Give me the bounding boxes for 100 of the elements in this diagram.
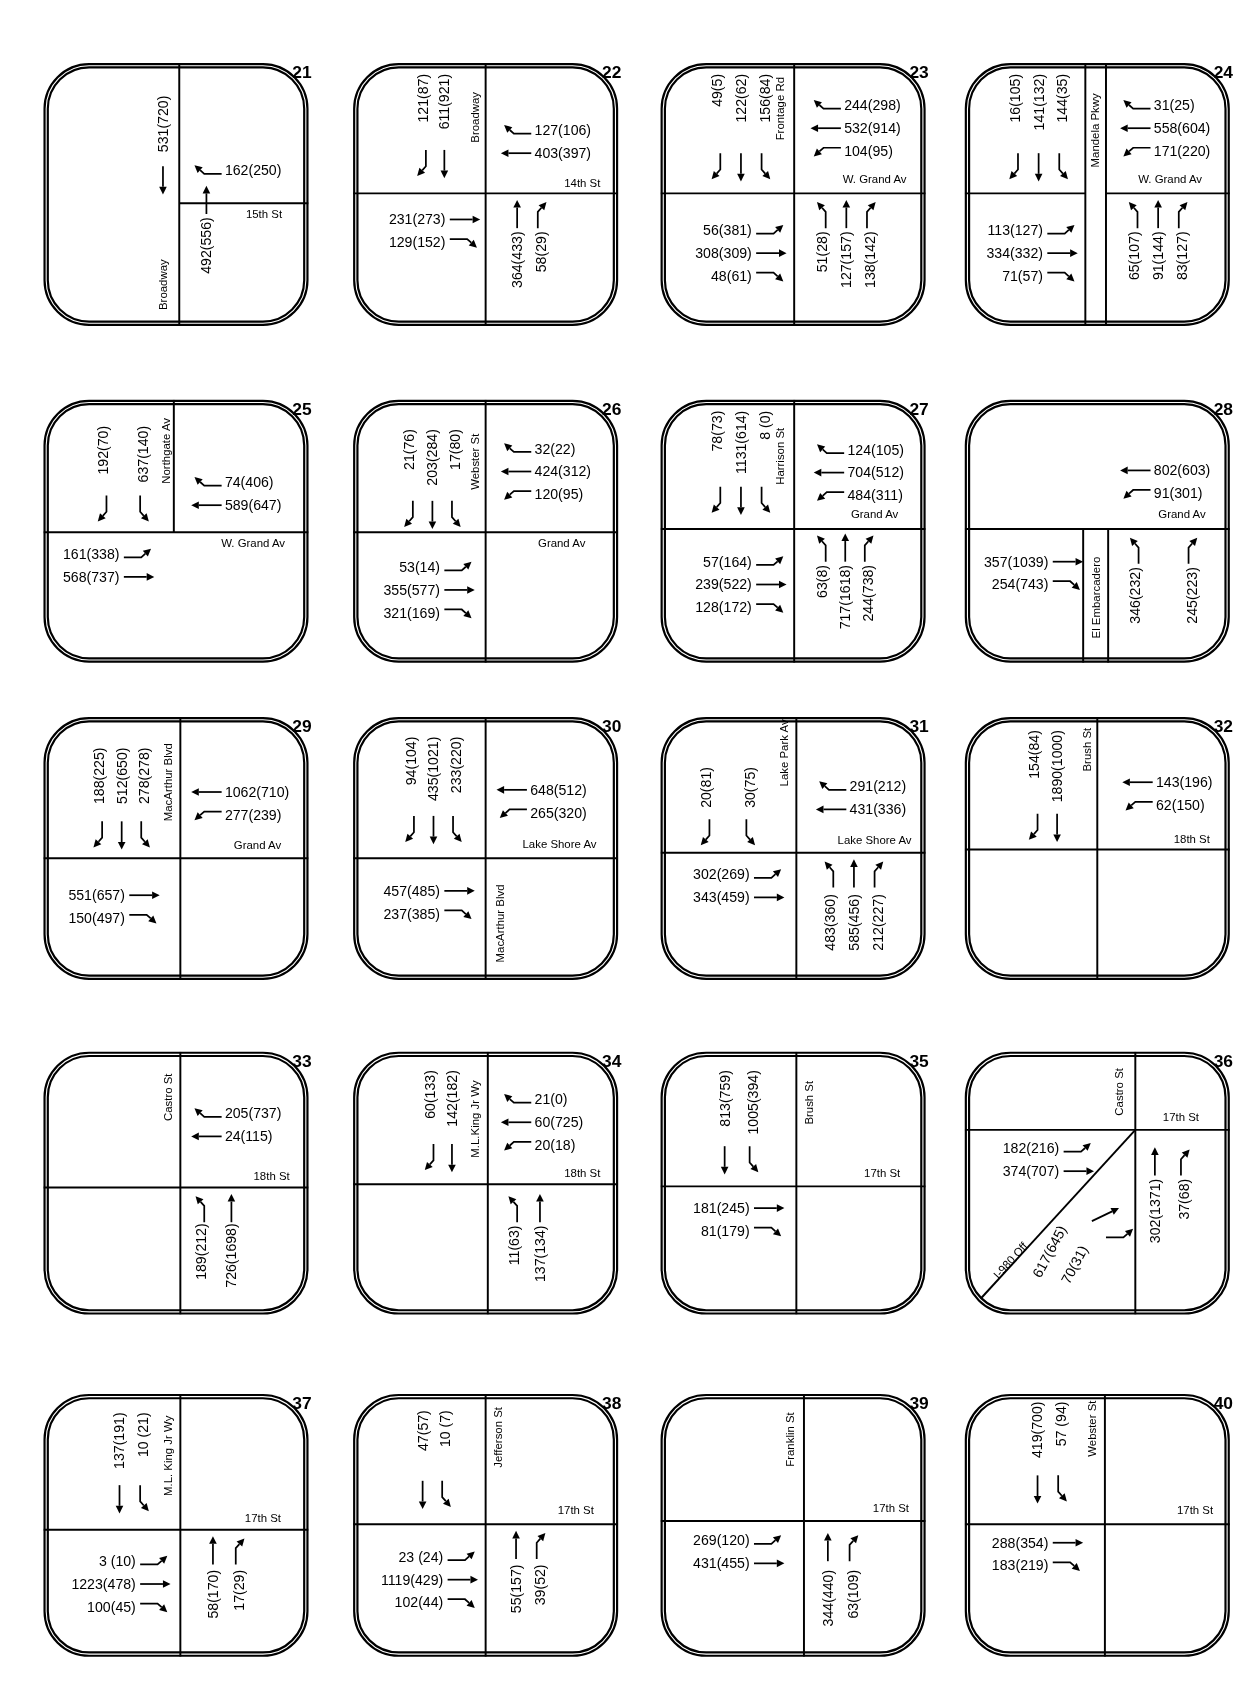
traffic-volume: 57 (94) xyxy=(1054,1401,1069,1447)
traffic-volume: 374(707) xyxy=(1002,1164,1060,1179)
traffic-volume: 65(107) xyxy=(1127,231,1142,281)
traffic-volume: 233(220) xyxy=(449,736,464,794)
traffic-volume: 150(497) xyxy=(68,910,125,926)
traffic-volume: 51(28) xyxy=(815,231,830,273)
traffic-volume: 74(406) xyxy=(224,475,274,490)
traffic-volume: 127(106) xyxy=(534,123,592,138)
street-name: Brush St xyxy=(1080,727,1093,772)
traffic-volume: 55(157) xyxy=(509,1564,524,1614)
traffic-volume: 60(725) xyxy=(534,1115,584,1130)
traffic-volume: 244(298) xyxy=(844,98,901,113)
street-name: M.L. King Jr Wy xyxy=(162,1415,175,1496)
street-name: Harrison St xyxy=(774,427,786,485)
traffic-volume: 1131(614) xyxy=(733,410,748,474)
traffic-volume: 245(223) xyxy=(1184,567,1199,624)
traffic-volume: 171(220) xyxy=(1153,143,1211,159)
traffic-volume: 346(232) xyxy=(1128,567,1143,624)
traffic-volume: 16(105) xyxy=(1007,73,1022,123)
traffic-volume: 122(62) xyxy=(733,73,748,123)
traffic-volume: 31(25) xyxy=(1153,98,1195,113)
traffic-volume: 532(914) xyxy=(844,121,901,136)
traffic-volume: 431(336) xyxy=(849,802,907,817)
traffic-volume: 1119(429) xyxy=(380,1572,444,1587)
intersection-number: 34 xyxy=(602,1052,622,1071)
traffic-volume: 334(332) xyxy=(986,246,1043,261)
intersection-number: 28 xyxy=(1213,400,1233,419)
traffic-volume: 291(212) xyxy=(849,779,907,794)
traffic-volume: 56(381) xyxy=(703,223,752,238)
traffic-volume: 1223(478) xyxy=(71,1576,136,1592)
traffic-volume: 181(245) xyxy=(693,1201,750,1216)
intersection-number: 40 xyxy=(1213,1395,1233,1413)
traffic-volume: 121(87) xyxy=(415,73,430,123)
traffic-volume: 17(29) xyxy=(231,1569,247,1611)
traffic-volume: 277(239) xyxy=(224,807,282,822)
traffic-volume: 10 (21) xyxy=(136,1412,151,1458)
traffic-volume: 21(0) xyxy=(534,1092,568,1107)
traffic-volume: 1890(1000) xyxy=(1050,730,1065,803)
traffic-volume: 137(134) xyxy=(532,1225,547,1283)
intersection-number: 29 xyxy=(292,718,312,736)
traffic-volume: 161(338) xyxy=(62,547,120,562)
traffic-volume: 435(1021) xyxy=(426,736,441,801)
traffic-volume: 244(738) xyxy=(861,564,876,622)
traffic-volume: 143(196) xyxy=(1155,775,1213,790)
street-name: Broadway xyxy=(469,91,481,143)
street-name: Webster St xyxy=(469,433,481,490)
traffic-volume: 189(212) xyxy=(193,1223,209,1280)
traffic-volume: 205(737) xyxy=(224,1106,282,1121)
traffic-volume: 302(1371) xyxy=(1147,1178,1162,1244)
traffic-volume: 129(152) xyxy=(388,235,446,250)
traffic-volume: 288(354) xyxy=(991,1535,1049,1550)
intersection-number: 23 xyxy=(909,64,929,82)
traffic-volume: 726(1698) xyxy=(224,1223,239,1288)
street-name: Lake Shore Av xyxy=(837,834,912,846)
traffic-volume: 154(84) xyxy=(1027,730,1042,779)
traffic-volume: 357(1039) xyxy=(984,554,1049,569)
traffic-volume: 717(1618) xyxy=(838,564,853,630)
traffic-volume: 558(604) xyxy=(1153,121,1211,136)
traffic-volume: 302(269) xyxy=(693,867,750,882)
traffic-volume: 53(14) xyxy=(399,560,440,575)
traffic-volume: 8 (0) xyxy=(757,410,772,440)
traffic-volume: 1062(710) xyxy=(224,784,290,800)
street-name: W. Grand Av xyxy=(221,537,286,549)
intersection-number: 32 xyxy=(1213,718,1233,736)
intersection-number: 33 xyxy=(292,1052,312,1071)
traffic-volume: 91(144) xyxy=(1151,231,1166,281)
traffic-volume: 419(700) xyxy=(1030,1401,1045,1459)
traffic-volume: 483(360) xyxy=(822,894,838,951)
traffic-volume: 308(309) xyxy=(695,246,752,261)
street-name: 18th St xyxy=(1173,833,1210,845)
street-name: 17th St xyxy=(1162,1111,1200,1123)
traffic-volume: 128(172) xyxy=(695,600,752,615)
traffic-volume: 269(120) xyxy=(693,1533,750,1548)
street-name: M.L.King Jr Wy xyxy=(469,1080,481,1158)
street-name: 17th St xyxy=(557,1504,594,1516)
intersection-number: 39 xyxy=(909,1395,929,1413)
traffic-volume: 137(191) xyxy=(112,1412,127,1469)
traffic-volume: 32(22) xyxy=(534,441,576,456)
street-name: 14th St xyxy=(564,176,601,189)
traffic-volume: 156(84) xyxy=(757,73,772,123)
traffic-volume: 144(35) xyxy=(1055,73,1070,123)
street-name: Webster St xyxy=(1086,1400,1098,1457)
traffic-volume: 183(219) xyxy=(991,1558,1049,1573)
traffic-volume: 3 (10) xyxy=(98,1554,136,1569)
street-name: 17th St xyxy=(1177,1504,1214,1516)
traffic-volume: 127(157) xyxy=(839,231,854,288)
street-name: Castro St xyxy=(1113,1068,1125,1116)
traffic-volume: 104(95) xyxy=(844,143,893,159)
traffic-volume: 57(164) xyxy=(703,554,752,569)
street-name: MacArthur Blvd xyxy=(494,884,506,963)
traffic-volume: 1005(394) xyxy=(745,1070,760,1135)
intersection-number: 25 xyxy=(292,400,312,419)
street-name: 17th St xyxy=(872,1502,909,1514)
traffic-volume: 30(75) xyxy=(742,767,757,808)
traffic-volume: 142(182) xyxy=(444,1070,459,1127)
traffic-volume: 138(142) xyxy=(863,231,878,288)
traffic-volume: 120(95) xyxy=(534,487,584,502)
traffic-volume: 63(109) xyxy=(845,1569,860,1619)
traffic-volume: 192(70) xyxy=(96,425,111,475)
traffic-volume: 188(225) xyxy=(91,747,106,804)
